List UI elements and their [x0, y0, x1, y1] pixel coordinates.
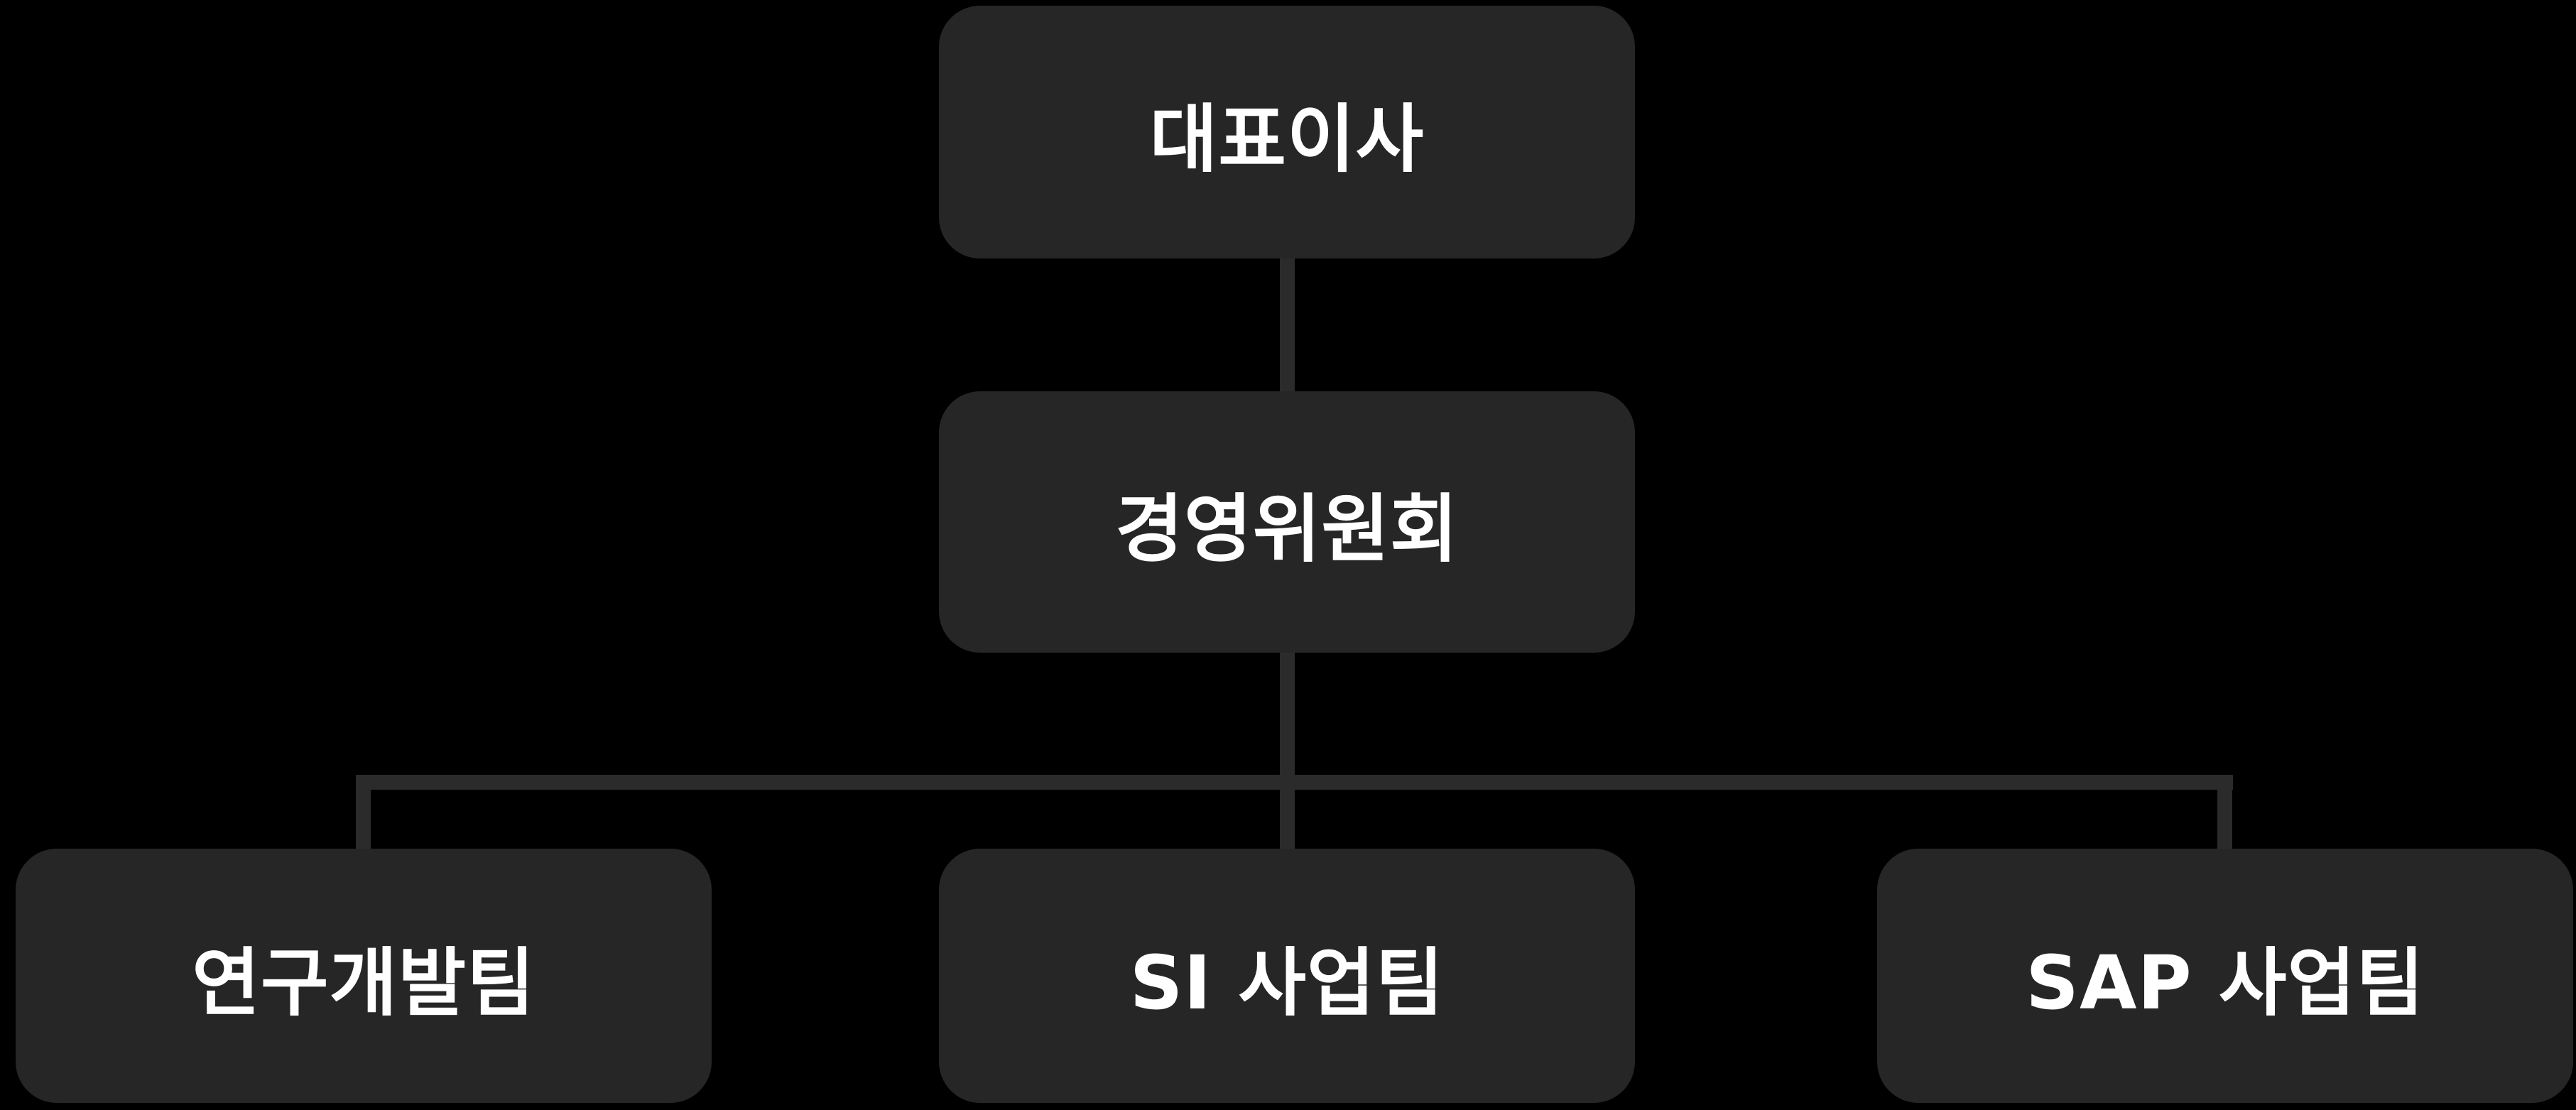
connector-horizontal-bar [356, 775, 2233, 790]
connector-committee-to-team2 [1280, 653, 1295, 849]
node-sap-business-team-label: SAP 사업팀 [2026, 939, 2425, 1026]
connector-ceo-to-committee [1280, 259, 1295, 391]
node-si-business-team: SI 사업팀 [939, 849, 1635, 1103]
node-ceo: 대표이사 [939, 6, 1635, 259]
node-si-business-team-label: SI 사업팀 [1129, 939, 1445, 1026]
node-ceo-label: 대표이사 [1149, 95, 1425, 183]
node-management-committee: 경영위원회 [939, 391, 1635, 653]
node-sap-business-team: SAP 사업팀 [1877, 849, 2573, 1103]
connector-drop-to-team3 [2217, 790, 2232, 849]
node-management-committee-label: 경영위원회 [1115, 485, 1459, 572]
node-rnd-team-label: 연구개발팀 [192, 939, 536, 1026]
connector-drop-to-team1 [356, 790, 371, 849]
node-rnd-team: 연구개발팀 [16, 849, 712, 1103]
